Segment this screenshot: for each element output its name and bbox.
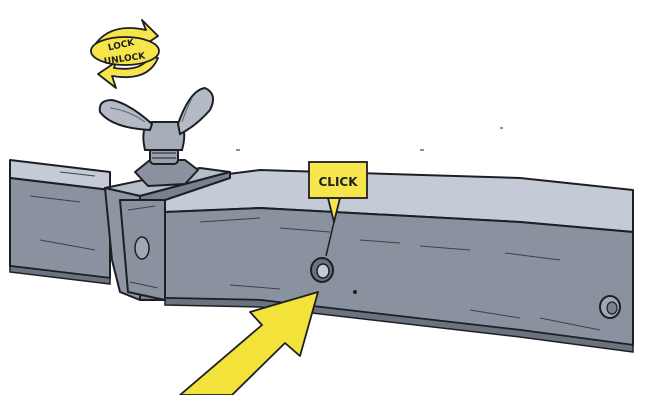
spring-button-icon[interactable] (311, 258, 333, 282)
outer-tube (165, 170, 633, 352)
wing-nut-right-wing (178, 88, 213, 134)
click-label: CLICK (318, 175, 358, 189)
wing-nut-left-wing (100, 100, 152, 130)
inner-tube-side (10, 178, 110, 278)
collar-hole (135, 237, 149, 259)
inner-tube (10, 160, 110, 284)
end-cap-bolt-inner (607, 302, 617, 314)
wing-nut-icon[interactable] (100, 88, 213, 186)
lock-unlock-rotation-icon: LOCK UNLOCK (91, 20, 159, 88)
sketch-marks (236, 128, 503, 150)
outer-tube-side (165, 208, 633, 345)
rivet (353, 290, 357, 294)
spring-button-inner (317, 264, 329, 278)
